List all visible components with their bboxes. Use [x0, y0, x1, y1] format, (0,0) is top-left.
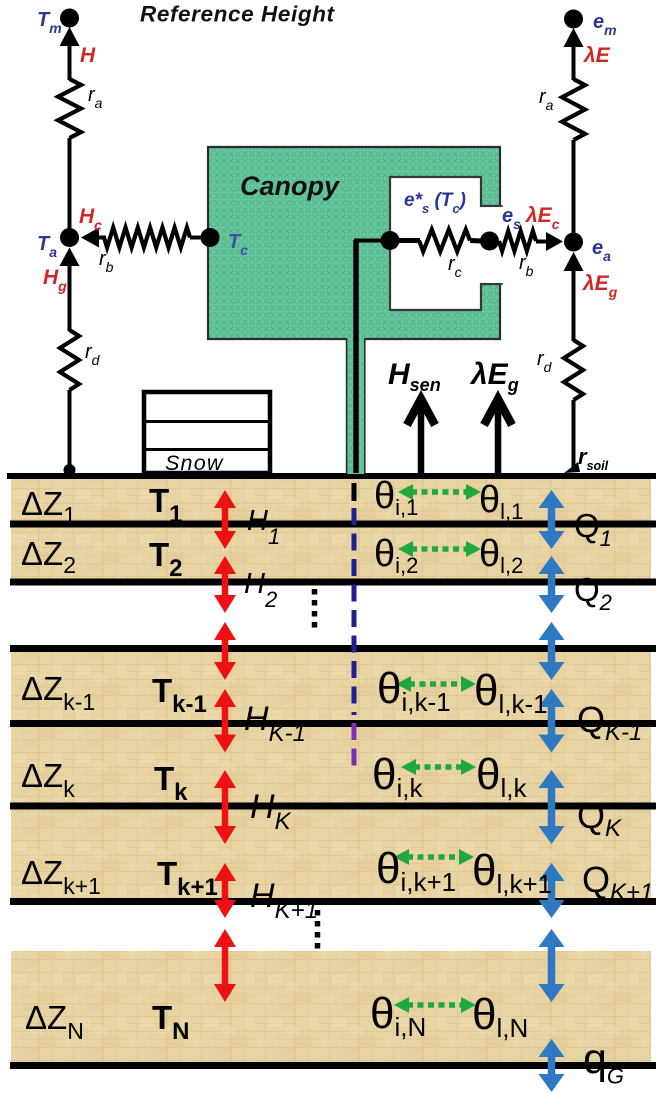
svg-text:Canopy: Canopy [240, 171, 341, 201]
svg-text:λE: λE [583, 44, 611, 67]
svg-text:λEg: λEg [469, 358, 519, 395]
svg-text:ΔZN: ΔZN [25, 999, 84, 1044]
svg-text:Snow: Snow [165, 451, 224, 475]
svg-text:H: H [80, 44, 96, 67]
svg-text:Reference Height: Reference Height [140, 2, 336, 27]
